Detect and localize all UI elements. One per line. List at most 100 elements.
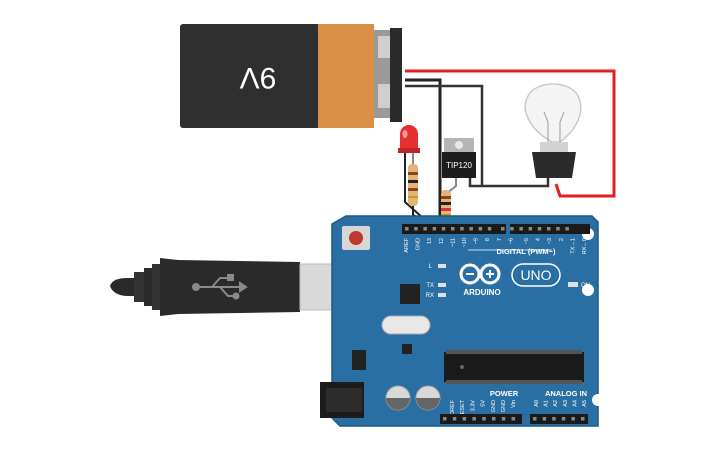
pin-hole[interactable] bbox=[501, 227, 505, 231]
pin-hole[interactable] bbox=[432, 227, 437, 231]
pin-hole[interactable] bbox=[451, 227, 455, 231]
pin-hole[interactable] bbox=[482, 417, 486, 421]
pin-hole[interactable] bbox=[492, 417, 496, 421]
battery-snap bbox=[390, 28, 402, 122]
pin-hole[interactable] bbox=[469, 227, 473, 231]
pin-hole[interactable] bbox=[581, 417, 585, 421]
pin-label: A3 bbox=[563, 400, 569, 407]
arduino-brand: ARDUINO bbox=[463, 288, 500, 297]
chip-pins-bottom bbox=[446, 380, 582, 384]
pin-hole[interactable] bbox=[542, 417, 547, 421]
pin-label: AREF bbox=[404, 237, 410, 252]
bulb-neck bbox=[540, 142, 568, 152]
led-highlight bbox=[402, 130, 408, 138]
pin-label: IOREF bbox=[450, 399, 456, 416]
pin-hole[interactable] bbox=[552, 417, 556, 421]
pin-label: 3.3V bbox=[470, 400, 476, 412]
wire-battery-emitter[interactable] bbox=[405, 84, 484, 186]
analog-label: ANALOG IN bbox=[545, 389, 587, 398]
rx-led bbox=[438, 293, 446, 297]
usb-icon bbox=[192, 274, 248, 300]
pin-label: ~10 bbox=[462, 238, 468, 247]
pin-hole[interactable] bbox=[556, 227, 560, 231]
pin-hole[interactable] bbox=[405, 227, 409, 231]
reset-button[interactable] bbox=[349, 231, 363, 245]
tx-led bbox=[438, 283, 446, 287]
usb-strain-relief bbox=[144, 268, 152, 306]
pin-label: 13 bbox=[427, 238, 433, 244]
pin-label: ~5 bbox=[524, 238, 530, 244]
pin-label: ~9 bbox=[474, 238, 480, 244]
light-bulb[interactable] bbox=[524, 83, 582, 178]
pin-hole[interactable] bbox=[547, 227, 551, 231]
barrel-jack-inner bbox=[326, 388, 362, 412]
atmega-chip bbox=[444, 352, 584, 382]
pin-hole[interactable] bbox=[510, 227, 514, 231]
pin-hole[interactable] bbox=[462, 417, 467, 421]
pin-hole[interactable] bbox=[533, 417, 537, 421]
l-led bbox=[438, 264, 446, 268]
battery-terminal-top bbox=[378, 36, 390, 58]
resistor-base[interactable] bbox=[441, 190, 451, 220]
pin-hole[interactable] bbox=[460, 227, 464, 231]
resistor-band bbox=[408, 172, 418, 175]
battery-wrap bbox=[318, 24, 374, 128]
pin-hole[interactable] bbox=[519, 227, 523, 231]
pin-label: A2 bbox=[553, 400, 559, 407]
pin-hole[interactable] bbox=[452, 417, 457, 421]
small-chip bbox=[402, 344, 412, 354]
bulb-socket bbox=[532, 152, 576, 178]
resistor-led[interactable] bbox=[408, 164, 418, 206]
power-pin-holes bbox=[443, 417, 516, 421]
pin-label: A1 bbox=[544, 400, 550, 407]
tip120-transistor[interactable]: TIP120 bbox=[442, 138, 476, 178]
wire-transistor-lamp[interactable] bbox=[468, 178, 550, 188]
resistor-body bbox=[408, 164, 418, 206]
on-led-label: ON bbox=[581, 283, 590, 289]
pin-label: GND bbox=[491, 400, 497, 412]
pin-label: 2 bbox=[559, 238, 565, 241]
pin-hole[interactable] bbox=[423, 227, 427, 231]
pin-hole[interactable] bbox=[528, 227, 533, 231]
capacitor-band bbox=[416, 398, 440, 410]
pin-hole[interactable] bbox=[565, 227, 569, 231]
pin-label: ~11 bbox=[450, 238, 456, 247]
pin-hole[interactable] bbox=[501, 417, 506, 421]
l-led-label: L bbox=[429, 264, 433, 270]
led-rim bbox=[398, 148, 420, 153]
resistor-band bbox=[408, 188, 418, 191]
transistor-body bbox=[442, 152, 476, 178]
on-led bbox=[568, 282, 578, 287]
pin-label: TX→1 bbox=[570, 238, 576, 254]
uno-badge bbox=[511, 263, 561, 287]
resistor-band bbox=[408, 196, 418, 198]
pin-hole[interactable] bbox=[478, 227, 483, 231]
pin-hole[interactable] bbox=[537, 227, 542, 231]
transistor-hole bbox=[455, 141, 463, 149]
digital-pin-holes bbox=[405, 227, 569, 231]
pin-hole[interactable] bbox=[443, 417, 447, 421]
usb-cable-end bbox=[110, 278, 134, 296]
resistor-band bbox=[408, 180, 418, 183]
pin-label: GND bbox=[501, 400, 507, 412]
pin-label: RESET bbox=[460, 399, 466, 418]
bulb-glass bbox=[524, 83, 582, 143]
power-header bbox=[440, 414, 522, 424]
pin-hole[interactable] bbox=[414, 227, 418, 231]
battery-9v[interactable]: 9V bbox=[180, 24, 402, 128]
pin-hole[interactable] bbox=[561, 417, 566, 421]
red-led[interactable] bbox=[398, 125, 420, 153]
pin-label: ~3 bbox=[547, 238, 553, 244]
wire-battery-negative[interactable] bbox=[405, 78, 442, 226]
pin-hole[interactable] bbox=[441, 227, 446, 231]
pin-hole[interactable] bbox=[487, 227, 492, 231]
rx-led-label: RX bbox=[426, 293, 434, 299]
pin-label: 8 bbox=[485, 238, 491, 241]
pin-hole[interactable] bbox=[511, 417, 516, 421]
chip-notch bbox=[460, 365, 464, 369]
pin-hole[interactable] bbox=[571, 417, 575, 421]
pin-hole[interactable] bbox=[472, 417, 476, 421]
wire-battery-positive[interactable] bbox=[405, 69, 616, 198]
